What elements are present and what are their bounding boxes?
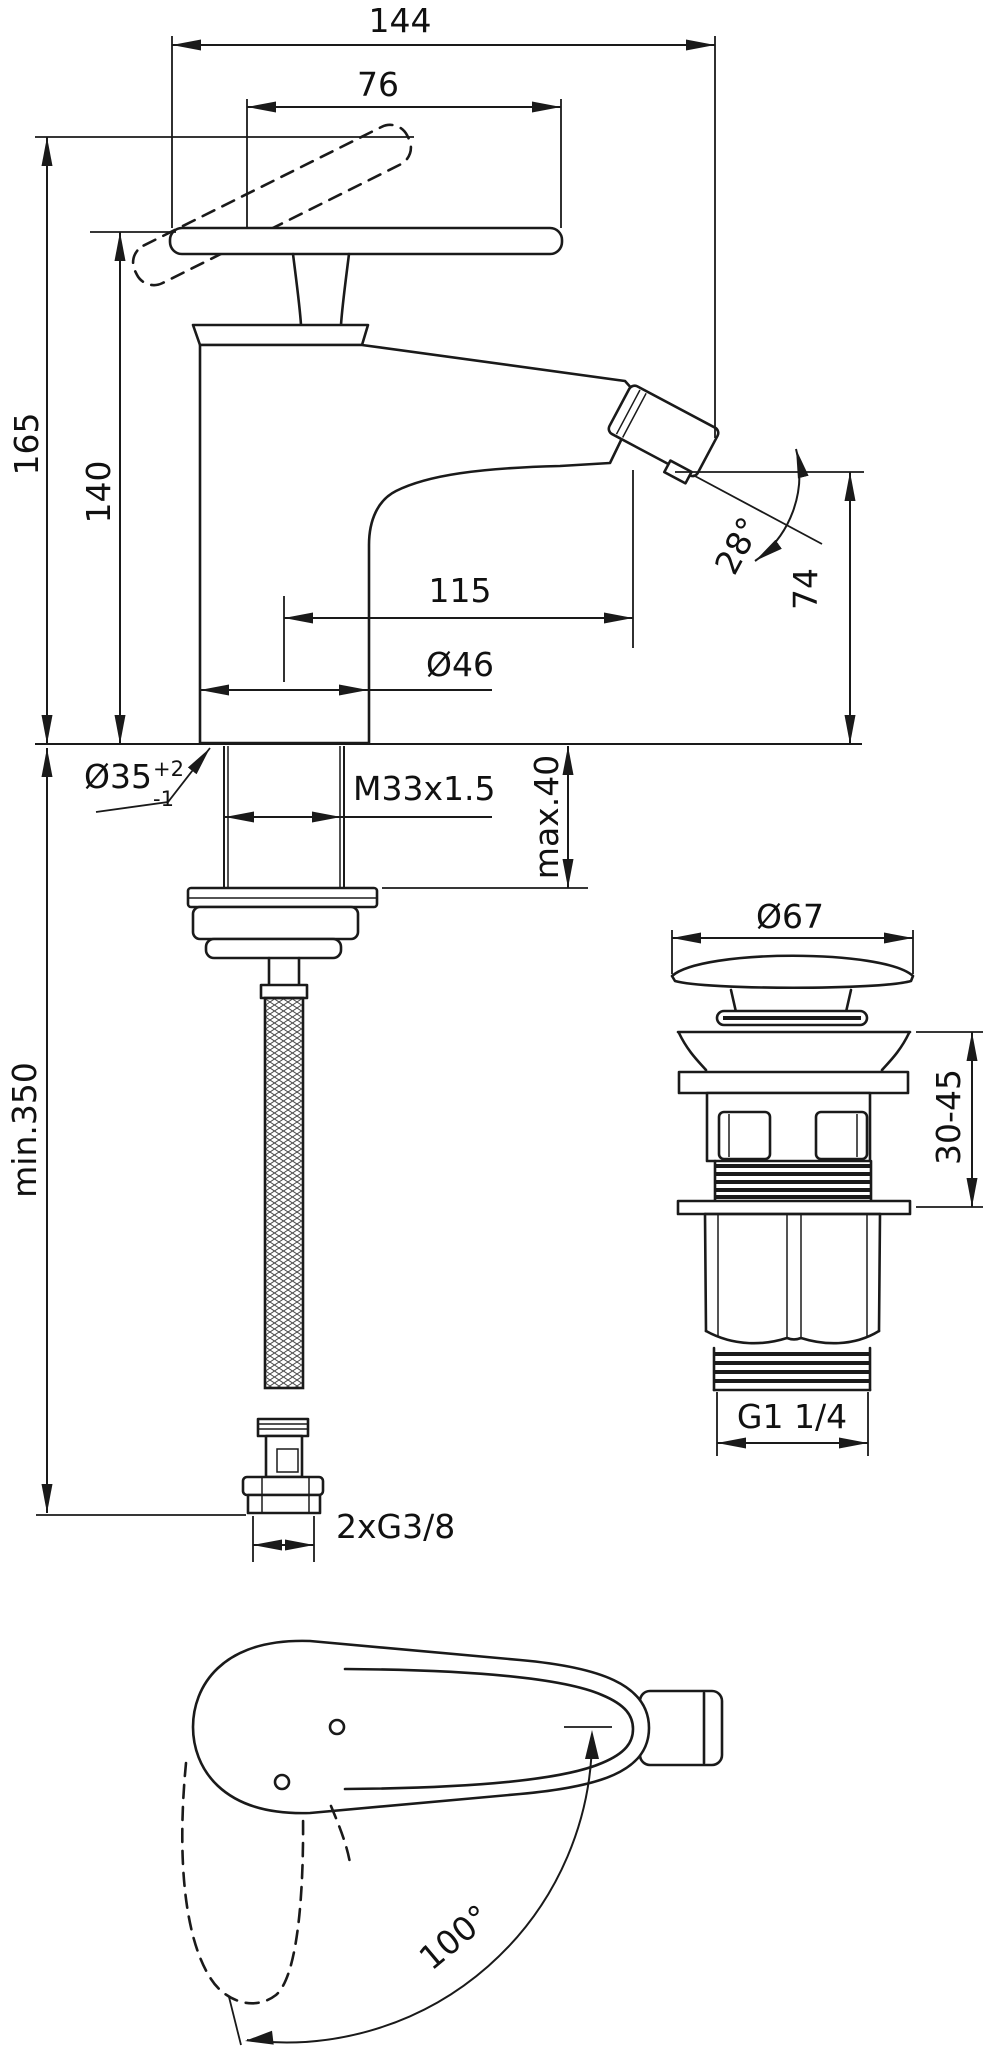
front-view-faucet — [35, 123, 862, 1515]
dimensions — [35, 36, 983, 1562]
dim-144-label: 144 — [369, 1, 432, 40]
dim-46-label: Ø46 — [426, 645, 494, 684]
dim-35-label: Ø35 — [84, 757, 152, 796]
lever-blade — [168, 226, 564, 256]
plan-handle-rotated-dashed-inner — [329, 1804, 352, 1865]
dim-115-label: 115 — [429, 571, 492, 610]
swing-arc-100 — [228, 1726, 612, 2046]
braided-hose — [241, 996, 325, 1515]
dim-g38-label: 2xG3/8 — [336, 1507, 455, 1546]
lever-raised-dashed — [131, 123, 413, 287]
dim-165-label: 165 — [7, 413, 46, 476]
cartridge-collar — [191, 323, 370, 347]
waste-stem — [729, 988, 853, 1014]
waste-lower-thread — [712, 1346, 872, 1392]
dim-28deg-label: 28° — [707, 511, 769, 581]
dim-35-tolerance-upper: +2 — [153, 757, 184, 781]
dim-min350-label: min.350 — [5, 1062, 44, 1198]
plan-handle — [191, 1639, 651, 1815]
dim-m33-label: M33x1.5 — [353, 769, 495, 808]
dim-100deg-label: 100° — [412, 1897, 498, 1978]
popup-waste-view — [670, 954, 915, 1392]
dim-max40-label: max.40 — [527, 755, 566, 879]
waste-trumpet-flange — [676, 1030, 912, 1074]
mounting-hardware — [186, 886, 379, 1000]
dim-3045-label: 30-45 — [929, 1069, 968, 1165]
plan-nozzle — [638, 1689, 724, 1767]
dim-76-label: 76 — [357, 65, 399, 104]
dim-140-label: 140 — [79, 461, 118, 524]
waste-hex-body — [703, 1212, 882, 1345]
dim-67-label: Ø67 — [756, 897, 824, 936]
dim-74-label: 74 — [786, 568, 825, 610]
plan-body-inner — [343, 1667, 635, 1791]
faucet-body-spout — [198, 343, 643, 745]
lever-neck — [291, 252, 351, 327]
plan-view — [180, 1639, 724, 2046]
plan-dot-1 — [328, 1718, 346, 1736]
waste-upper-thread — [713, 1159, 873, 1203]
hose-nut — [241, 1475, 325, 1497]
dim-g114-label: G1 1/4 — [737, 1397, 847, 1436]
waste-cap — [670, 954, 915, 990]
dim-35-tolerance-lower: -1 — [153, 787, 174, 811]
plan-handle-rotated-dashed — [180, 1761, 305, 2005]
plan-dot-2 — [273, 1773, 291, 1791]
